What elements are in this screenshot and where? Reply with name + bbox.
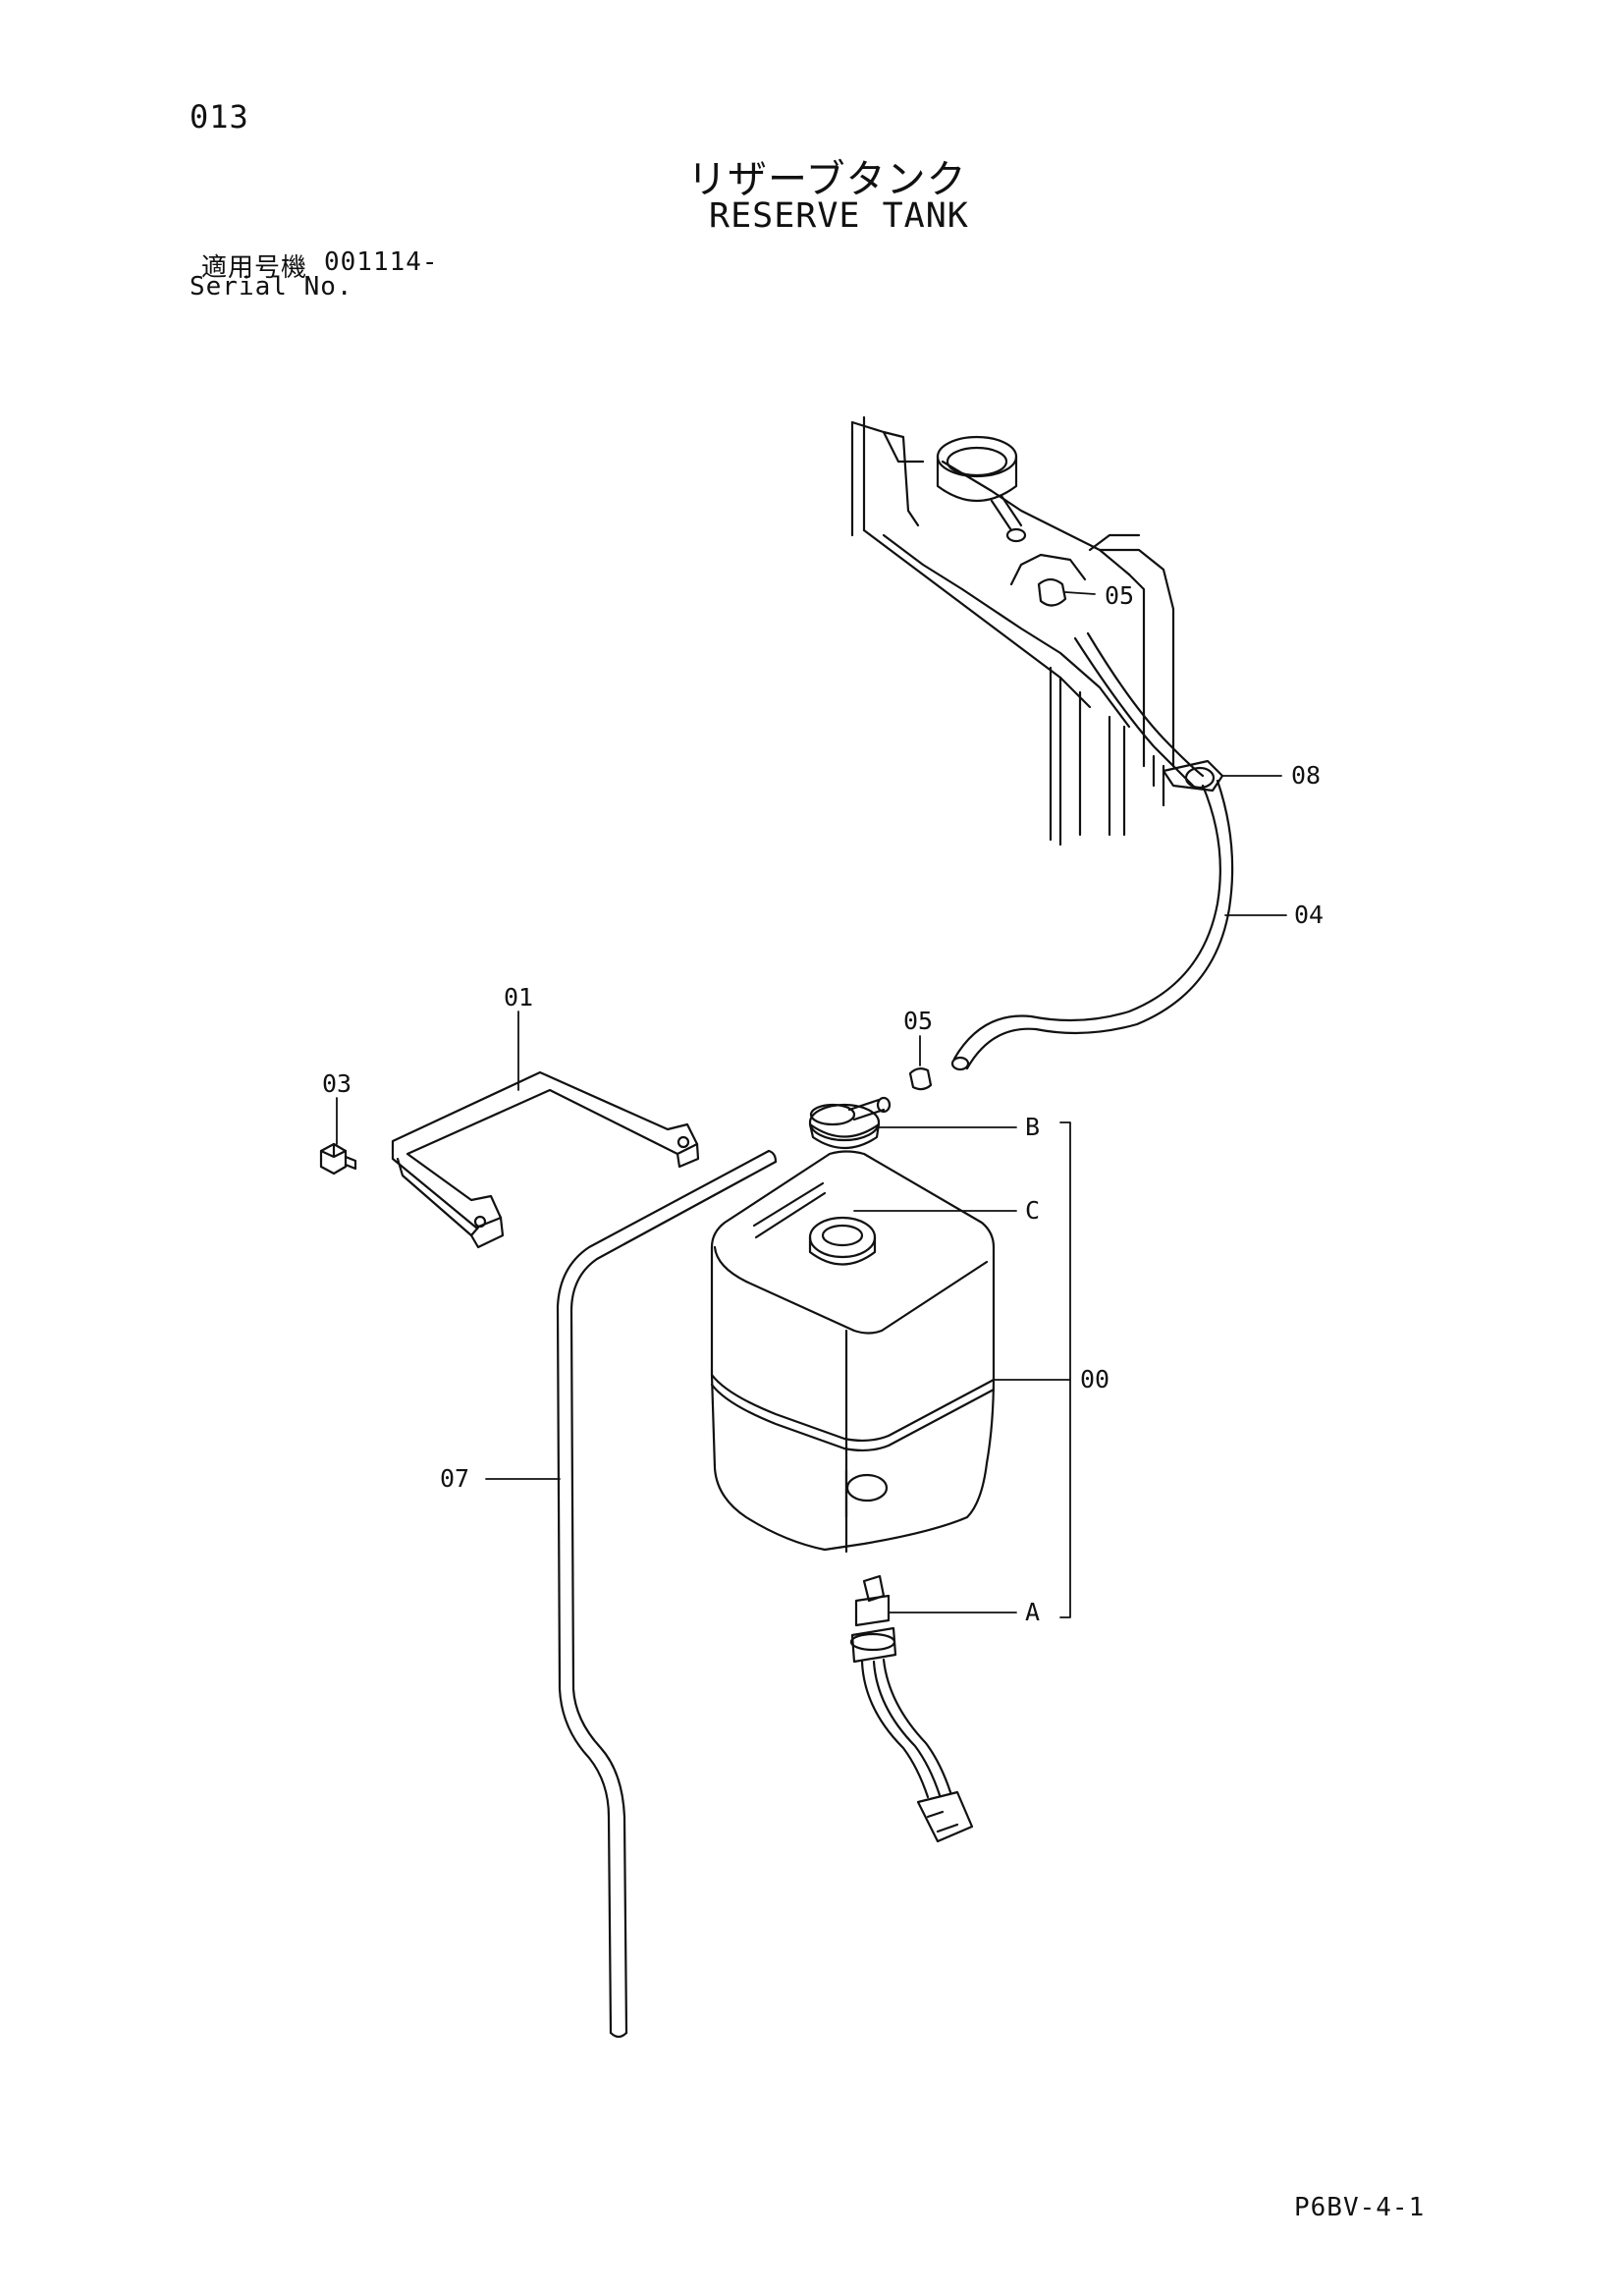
page-title: RESERVE TANK <box>709 196 969 236</box>
callout-labels: 05 08 04 01 05 03 B C 00 07 A <box>322 581 1324 1626</box>
callout-01: 01 <box>504 983 533 1011</box>
callout-03: 03 <box>322 1069 352 1098</box>
callout-07: 07 <box>440 1464 469 1493</box>
radiator-drawing <box>850 415 1205 847</box>
clamp-drawing <box>908 1066 933 1091</box>
callout-05-top: 05 <box>1105 581 1134 610</box>
callout-05-mid: 05 <box>903 1007 933 1035</box>
callout-08: 08 <box>1291 761 1321 790</box>
serial-number-value: 001114- <box>324 247 439 277</box>
level-sensor-drawing <box>849 1574 974 1843</box>
page-title-japanese: リザーブタンク <box>687 157 967 202</box>
callout-c: C <box>1025 1196 1040 1225</box>
reserve-tank-drawing <box>710 1150 996 1554</box>
bracket-drawing <box>391 1070 700 1249</box>
overflow-tube-drawing <box>556 1149 778 2039</box>
hose-drawing <box>950 779 1234 1071</box>
serial-label-japanese: 適用号機 <box>201 253 308 283</box>
callout-04: 04 <box>1294 901 1324 929</box>
serial-label: Serial No. <box>189 272 353 301</box>
callout-00: 00 <box>1080 1365 1109 1394</box>
bolt-drawing <box>319 1142 357 1175</box>
cap-drawing <box>808 1096 892 1149</box>
document-code: P6BV-4-1 <box>1294 2193 1426 2222</box>
callout-leader-lines <box>336 591 1287 1618</box>
callout-b: B <box>1025 1113 1040 1141</box>
page-number: 013 <box>189 98 249 136</box>
callout-a: A <box>1025 1598 1040 1626</box>
